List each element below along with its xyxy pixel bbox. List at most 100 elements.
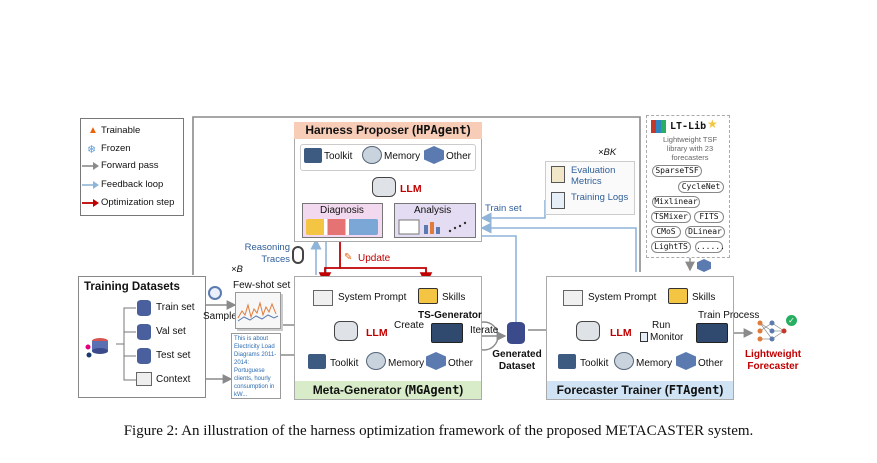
reasoning-traces-label: Reasoning Traces xyxy=(244,242,290,265)
update-label: Update xyxy=(358,253,391,264)
dataset-bracket xyxy=(116,307,136,381)
mg-memory-label: Memory xyxy=(388,358,425,369)
fire-icon: ▲ xyxy=(88,125,98,136)
ft-brain-icon xyxy=(614,352,634,370)
context-text-card xyxy=(231,333,281,399)
caption-suffix: system. xyxy=(704,423,754,439)
legend-forward: Forward pass xyxy=(101,160,159,171)
generated-dataset-label: Generated Dataset xyxy=(492,349,542,372)
check-icon: ✓ xyxy=(786,315,797,326)
training-logs-label: Training Logs xyxy=(571,192,629,203)
legend-optimization: Optimization step xyxy=(101,197,175,208)
mg-llm-label: LLM xyxy=(366,327,388,339)
train-set-label: Train set xyxy=(156,302,195,313)
mg-toolkit-icon xyxy=(308,354,326,369)
mg-title-suffix: ) xyxy=(459,383,464,397)
mg-robot-icon xyxy=(334,321,358,341)
mg-other-label: Other xyxy=(448,358,474,369)
hp-header: Harness Proposer (HPAgent) xyxy=(294,122,482,139)
diagnosis-label: Diagnosis xyxy=(320,205,364,216)
ltlib-cubes-icon xyxy=(697,259,711,272)
test-set-label: Test set xyxy=(156,350,191,361)
mg-system-prompt-label: System Prompt xyxy=(338,292,407,303)
lightweight-forecaster-label: Lightweight Forecaster xyxy=(744,349,802,372)
model-pill: Mixlinear xyxy=(652,196,700,208)
ft-title-code: FTAgent xyxy=(668,383,720,397)
ltlib-description: Lightweight TSF library with 23 forecast… xyxy=(662,135,718,162)
mg-toolkit-label: Toolkit xyxy=(330,358,359,369)
mg-folder-icon xyxy=(418,288,438,304)
ft-folder-icon xyxy=(668,288,688,304)
cubes-icon xyxy=(424,146,444,164)
blue-arrow-icon xyxy=(82,181,99,189)
hp-title-prefix: Harness Proposer ( xyxy=(305,123,417,137)
ts-generator-label: TS-Generator xyxy=(418,310,482,321)
ft-code-window-icon xyxy=(696,323,728,343)
star-icon: ★ xyxy=(707,117,718,131)
ft-footer: Forecaster Trainer (FTAgent) xyxy=(547,381,733,399)
mg-sysprompt-icon xyxy=(313,290,333,306)
ltlib-title: LT-Lib xyxy=(670,121,707,132)
mg-skills-label: Skills xyxy=(442,292,466,303)
hp-robot-icon xyxy=(372,177,396,197)
monitor-label: Monitor xyxy=(650,332,684,343)
few-shot-label: Few-shot set xyxy=(233,280,291,291)
mg-title-prefix: Meta-Generator ( xyxy=(312,383,409,397)
few-shot-sparkline xyxy=(237,301,279,322)
hp-title-suffix: ) xyxy=(466,123,471,137)
legend-feedback: Feedback loop xyxy=(101,179,164,190)
ft-robot-icon xyxy=(576,321,600,341)
context-text: This is about Electricity Load Diagrams … xyxy=(234,336,277,398)
caption-system-name: METACASTER xyxy=(605,423,705,439)
model-pill: SparseTSF xyxy=(652,165,702,177)
hp-other-label: Other xyxy=(446,151,472,162)
model-pill: LightTS xyxy=(651,241,691,253)
val-set-db-icon xyxy=(137,324,151,340)
mg-footer: Meta-Generator (MGAgent) xyxy=(295,381,481,399)
ft-title-suffix: ) xyxy=(719,383,724,397)
model-pill: ...... xyxy=(695,241,725,253)
ft-title-prefix: Forecaster Trainer ( xyxy=(556,383,669,397)
ft-llm-label: LLM xyxy=(610,327,632,339)
mg-title-code: MGAgent xyxy=(408,383,460,397)
create-label: Create xyxy=(394,320,425,331)
generated-dataset-icon xyxy=(507,322,525,344)
red-arrow-icon xyxy=(82,199,99,207)
context-label: Context xyxy=(156,374,191,385)
analysis-charts-icon xyxy=(398,219,467,235)
clipboard-icon xyxy=(551,166,565,183)
test-set-db-icon xyxy=(137,348,151,364)
database-cluster-icon xyxy=(85,338,108,358)
magnifier-icon xyxy=(208,286,222,300)
gray-arrow-icon xyxy=(82,162,99,170)
xbk-label: ×BK xyxy=(598,147,617,158)
books-icon xyxy=(651,120,666,133)
hp-tools-row xyxy=(300,144,476,171)
outer-loop-arrow xyxy=(192,116,641,275)
run-label: Run xyxy=(652,320,671,331)
neural-network-icon xyxy=(757,320,787,342)
model-pill: CycleNet xyxy=(678,181,724,193)
figure-caption: Figure 2: An illustration of the harness… xyxy=(0,423,877,440)
few-shot-chart-card xyxy=(235,292,281,329)
traces-icon xyxy=(292,246,304,264)
mg-cubes-icon xyxy=(426,352,446,370)
toolkit-icon xyxy=(304,148,322,163)
training-datasets-title: Training Datasets xyxy=(84,281,180,293)
val-set-label: Val set xyxy=(156,326,186,337)
monitor-icon xyxy=(640,332,648,342)
ft-system-prompt-label: System Prompt xyxy=(588,292,657,303)
hp-title-code: HPAgent xyxy=(416,123,467,137)
caption-prefix: Figure 2: An illustration of the harness… xyxy=(123,423,606,439)
train-process-label: Train Process xyxy=(698,310,760,321)
mg-brain-icon xyxy=(366,352,386,370)
ft-sysprompt-icon xyxy=(563,290,583,306)
few-shot-multiplier: ×B xyxy=(231,264,243,275)
sample-label: Sample xyxy=(203,311,237,322)
diagnosis-icons xyxy=(306,219,378,235)
hp-llm-label: LLM xyxy=(400,183,422,195)
ft-skills-label: Skills xyxy=(692,292,716,303)
evaluation-metrics-label: Evaluation Metrics xyxy=(571,165,616,187)
hp-memory-label: Memory xyxy=(384,151,421,162)
